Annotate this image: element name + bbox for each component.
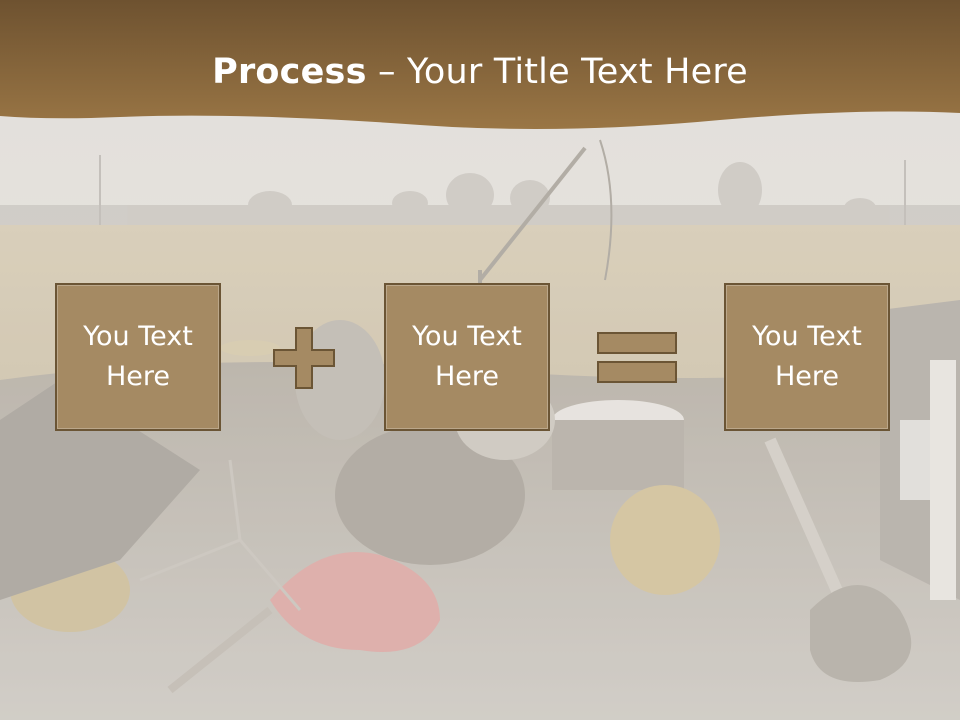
process-box-3-text: You Text Here <box>752 321 862 392</box>
process-box-1-text: You Text Here <box>83 321 193 392</box>
header-band <box>0 0 960 129</box>
equals-icon <box>597 332 677 383</box>
title-rest: – Your Title Text Here <box>366 52 748 92</box>
process-box-3[interactable]: You Text Here <box>724 283 890 431</box>
process-box-2[interactable]: You Text Here <box>384 283 550 431</box>
plus-icon <box>273 327 335 389</box>
slide-title: Process – Your Title Text Here <box>0 52 960 92</box>
title-bold: Process <box>212 52 367 92</box>
process-box-1[interactable]: You Text Here <box>55 283 221 431</box>
process-box-2-text: You Text Here <box>412 321 522 392</box>
